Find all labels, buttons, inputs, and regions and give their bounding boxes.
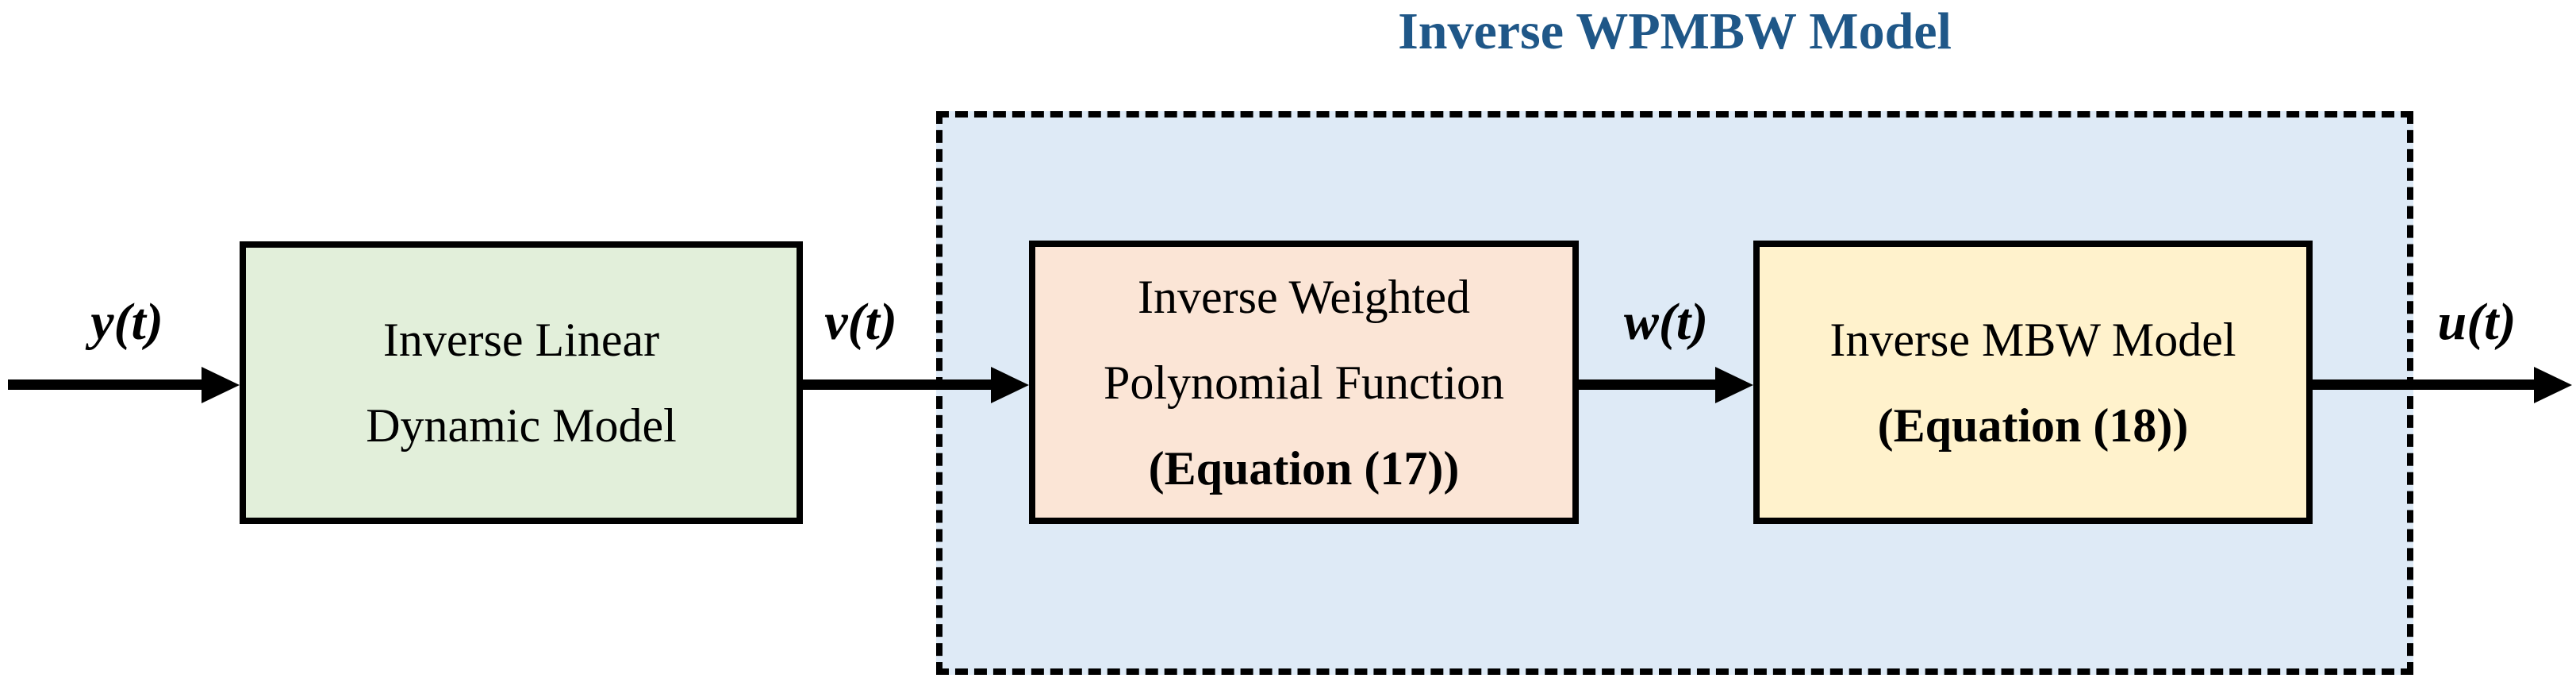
arrow-vt-shaft xyxy=(803,379,991,390)
block-text-line: Dynamic Model xyxy=(366,399,677,452)
arrow-output-shaft xyxy=(2313,379,2534,390)
block-equation-label: (Equation (17)) xyxy=(1148,441,1460,495)
signal-label-vt: v(t) xyxy=(824,293,897,351)
signal-label-yt: y(t) xyxy=(90,293,163,351)
arrow-input-head xyxy=(202,367,240,403)
arrow-wt-shaft xyxy=(1579,379,1715,390)
signal-label-wt: w(t) xyxy=(1623,293,1709,351)
block-inverse-linear-dynamic-model: Inverse Linear Dynamic Model xyxy=(240,241,803,524)
block-inverse-mbw-model: Inverse MBW Model (Equation (18)) xyxy=(1753,241,2313,524)
block-text-line: Inverse Weighted xyxy=(1138,270,1470,323)
arrow-vt-head xyxy=(991,367,1029,403)
signal-label-ut: u(t) xyxy=(2437,293,2516,351)
block-text-line: Inverse MBW Model xyxy=(1829,313,2236,366)
arrow-input-shaft xyxy=(8,379,202,390)
block-inverse-weighted-polynomial-function: Inverse Weighted Polynomial Function (Eq… xyxy=(1029,241,1579,524)
arrow-output-head xyxy=(2534,367,2572,403)
block-equation-label: (Equation (18)) xyxy=(1877,399,2189,452)
block-text-line: Inverse Linear xyxy=(382,314,660,366)
block-text-line: Polynomial Function xyxy=(1103,356,1505,409)
diagram-title: Inverse WPMBW Model xyxy=(1398,2,1952,60)
arrow-wt-head xyxy=(1715,367,1753,403)
